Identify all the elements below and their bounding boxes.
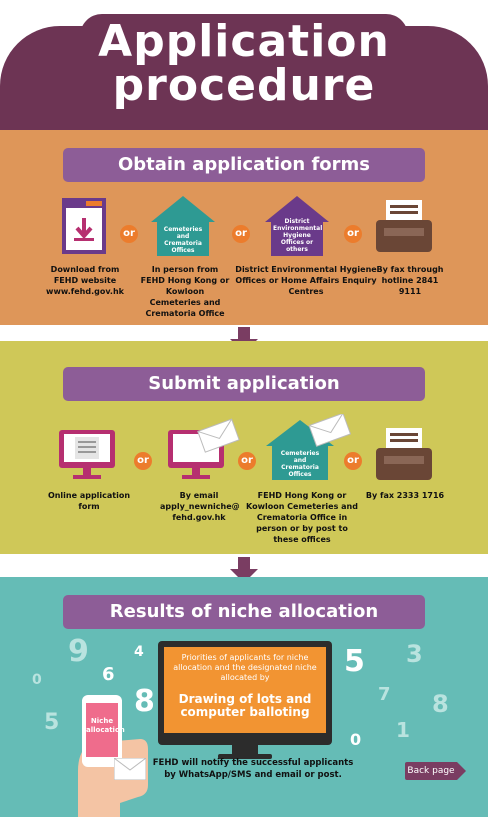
- step1-caption-2: In person from FEHD Hong Kong or Kowloon…: [140, 265, 230, 318]
- decor-number: 4: [134, 644, 144, 660]
- cemetery-office-label-2: Cemeteries and Crematoria Offices: [280, 450, 320, 478]
- decor-number: 8: [134, 684, 155, 719]
- district-office-label: District Environmental Hygiene Offices o…: [273, 218, 323, 253]
- step2-caption-2: By email apply_newniche@ fehd.gov.hk: [160, 491, 240, 522]
- screen-text: Priorities of applicants for niche alloc…: [173, 653, 317, 682]
- or-badge: or: [344, 225, 362, 243]
- download-form-icon: [62, 198, 106, 254]
- phone-screen-text: Niche allocation: [86, 703, 125, 757]
- results-monitor: Priorities of applicants for niche alloc…: [158, 641, 332, 745]
- monitor-stand-base: [218, 754, 272, 759]
- step1-heading: Obtain application forms: [63, 148, 425, 182]
- results-monitor-screen: Priorities of applicants for niche alloc…: [164, 647, 326, 733]
- title-line-2: procedure: [112, 60, 376, 111]
- step1-caption-4: By fax through hotline 2841 9111: [376, 265, 444, 296]
- decor-number: 6: [102, 664, 115, 685]
- title-band: Application procedure: [0, 0, 488, 130]
- decor-number: 0: [350, 730, 362, 749]
- cemetery-office-post-icon: [266, 414, 352, 480]
- or-badge: or: [232, 225, 250, 243]
- or-badge: or: [134, 452, 152, 470]
- or-badge: or: [238, 452, 256, 470]
- decor-number: 5: [44, 710, 60, 735]
- page-title: Application procedure: [0, 20, 488, 108]
- title-background-top: [80, 14, 408, 54]
- decor-number: 0: [32, 672, 42, 688]
- fax-icon-2: [376, 428, 432, 480]
- decor-number: 1: [396, 718, 410, 742]
- back-page-button[interactable]: Back page: [405, 762, 457, 780]
- decor-number: 7: [378, 684, 391, 705]
- cemetery-office-label: Cemeteries and Crematoria Offices: [163, 226, 203, 254]
- decor-number: 3: [406, 640, 423, 668]
- step2-caption-3: FEHD Hong Kong or Kowloon Cemeteries and…: [246, 491, 358, 544]
- envelope-icon: [114, 758, 146, 780]
- or-badge: or: [120, 225, 138, 243]
- monitor-stand: [232, 745, 258, 755]
- decor-number: 5: [344, 644, 365, 679]
- step1-caption-3: District Environmental Hygiene Offices o…: [235, 265, 377, 296]
- step2-heading: Submit application: [63, 367, 425, 401]
- email-monitor-icon: [168, 418, 240, 479]
- decor-number: 9: [68, 634, 89, 669]
- title-line-1: Application: [98, 16, 390, 67]
- notify-text: FEHD will notify the successful applican…: [152, 758, 354, 780]
- phone-icon: Niche allocation: [82, 695, 125, 767]
- screen-highlight: Drawing of lots and computer balloting: [178, 692, 312, 719]
- step3-heading: Results of niche allocation: [63, 595, 425, 629]
- online-form-monitor-icon: [59, 430, 115, 479]
- district-office-icon: [265, 196, 329, 256]
- back-page-arrow-icon[interactable]: [457, 762, 466, 780]
- step2-caption-4: By fax 2333 1716: [365, 491, 445, 500]
- fax-icon: [376, 200, 432, 252]
- or-badge: or: [344, 452, 362, 470]
- cemetery-office-icon: [151, 196, 215, 256]
- step1-caption-1: Download from FEHD website www.fehd.gov.…: [46, 265, 124, 296]
- decor-number: 8: [432, 690, 449, 718]
- step2-caption-1: Online application form: [47, 491, 131, 511]
